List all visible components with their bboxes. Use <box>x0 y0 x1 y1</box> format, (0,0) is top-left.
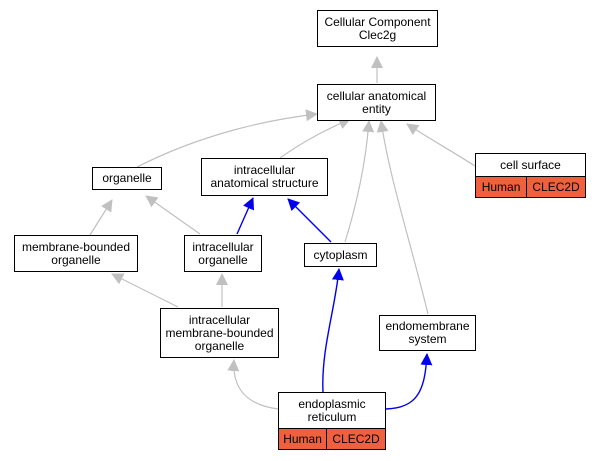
edge-io-to-organelle <box>145 195 201 235</box>
node-label: entity <box>362 101 391 116</box>
node-label: intracellular <box>192 239 254 254</box>
endoplasmic-reticulum-annotation: Human CLEC2D <box>278 429 386 450</box>
node-label: reticulum <box>307 409 357 424</box>
node-label: membrane-bounded <box>165 325 274 340</box>
edge-er-to-cytoplasm <box>322 268 344 393</box>
node-label: membrane-bounded <box>21 239 131 254</box>
node-label: organelle <box>194 338 245 353</box>
edge-organelle-to-cae <box>136 109 318 168</box>
edge-cellsurface-to-cae <box>406 123 476 167</box>
node-organelle[interactable]: organelle <box>92 167 162 190</box>
edge-imbo-to-mbo <box>111 273 179 308</box>
node-label: intracellular <box>188 312 251 327</box>
node-label: organelle <box>51 252 101 267</box>
node-label: cell surface <box>500 157 561 172</box>
edge-io-to-ias <box>236 197 255 235</box>
node-label: anatomical structure <box>210 176 319 190</box>
edge-ias-to-cae <box>279 118 351 159</box>
annotation-species[interactable]: Human <box>279 429 328 449</box>
node-label: organelle <box>102 171 152 185</box>
node-label: endomembrane <box>385 319 470 333</box>
node-label: intracellular <box>233 163 296 177</box>
cell-surface-annotation: Human CLEC2D <box>475 177 586 198</box>
annotation-gene[interactable]: CLEC2D <box>527 177 585 197</box>
edge-endomembrane-to-cae <box>376 120 429 315</box>
edge-er-to-imbo <box>227 359 279 410</box>
node-label: cellular anatomical <box>326 88 427 103</box>
edge-cytoplasm-to-cae <box>344 120 375 243</box>
edge-cytoplasm-to-ias <box>287 198 332 243</box>
node-cell-surface[interactable]: cell surface <box>475 153 586 177</box>
node-label: system <box>408 332 447 346</box>
node-label: endoplasmic <box>298 396 366 411</box>
edge-er-to-endomembrane <box>385 353 433 410</box>
annotation-gene[interactable]: CLEC2D <box>327 429 385 449</box>
node-label: Cellular Component <box>324 14 431 29</box>
node-label: organelle <box>198 252 248 267</box>
edge-mbo-to-organelle <box>89 199 113 236</box>
node-cytoplasm[interactable]: cytoplasm <box>304 243 377 267</box>
node-label: Clec2g <box>358 27 397 42</box>
annotation-species[interactable]: Human <box>476 177 528 197</box>
node-label: cytoplasm <box>313 247 368 262</box>
